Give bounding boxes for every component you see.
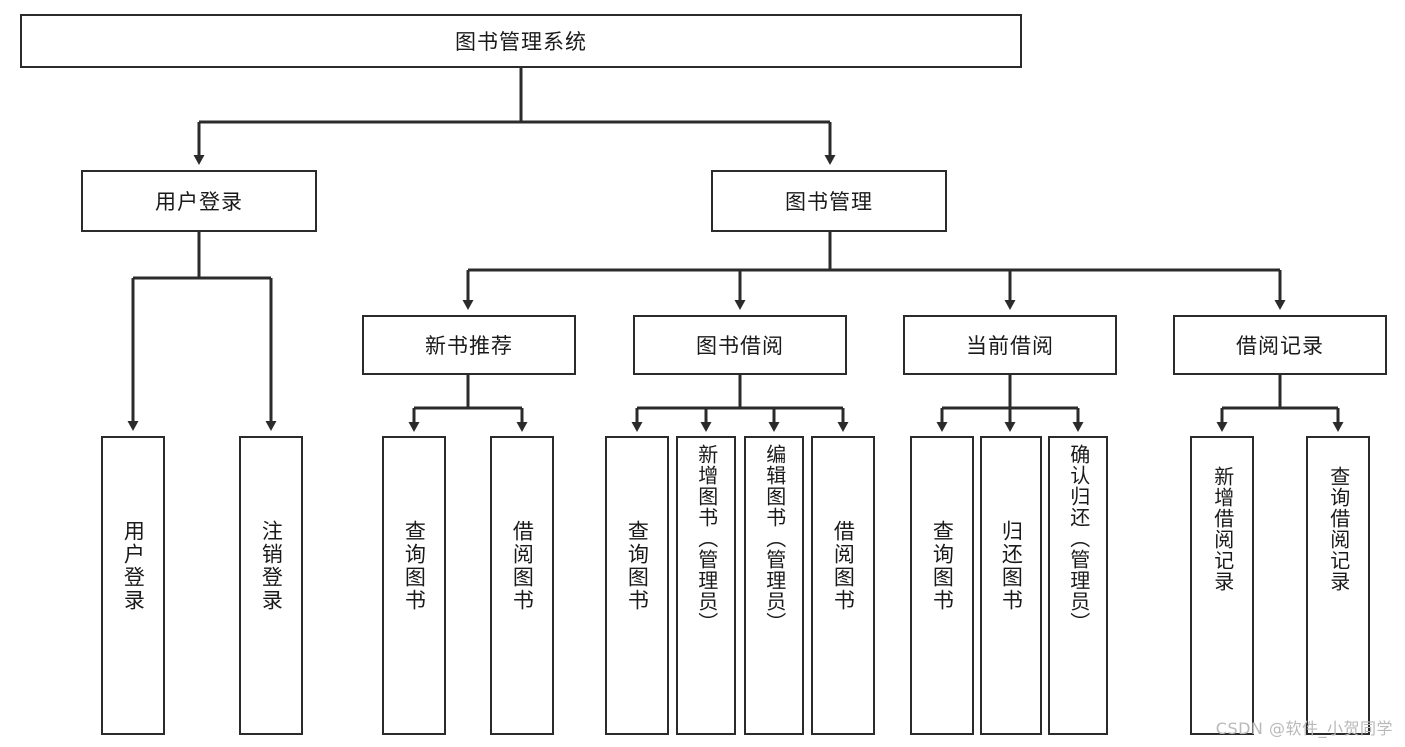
leaf-borrow-book-label: 借阅图书 [831,520,856,612]
leaf-borrow-book[interactable]: 借阅图书 [811,436,875,735]
node-borrow-record[interactable]: 借阅记录 [1173,315,1387,375]
leaf-add-borrow-record[interactable]: 新增借阅记录 [1190,436,1254,735]
node-current-borrow-label: 当前借阅 [966,334,1054,358]
leaf-add-borrow-record-label: 新增借阅记录 [1210,466,1235,592]
node-new-book-recommend-label: 新书推荐 [425,334,513,358]
leaf-logout[interactable]: 注销登录 [239,436,303,735]
leaf-query-book-current[interactable]: 查询图书 [910,436,974,735]
leaf-edit-book-admin[interactable]: 编辑图书（管理员） [744,436,804,735]
leaf-query-borrow-record[interactable]: 查询借阅记录 [1306,436,1370,735]
leaf-add-book-admin-label: 新增图书（管理员） [694,444,719,633]
csdn-watermark: CSDN @软件_小贺同学 [1215,719,1393,738]
node-book-borrow[interactable]: 图书借阅 [633,315,847,375]
node-root[interactable]: 图书管理系统 [20,14,1022,68]
leaf-user-login-label: 用户登录 [121,520,146,612]
leaf-query-book-current-label: 查询图书 [930,520,955,612]
node-user-login[interactable]: 用户登录 [81,170,317,232]
leaf-logout-label: 注销登录 [259,520,284,612]
node-current-borrow[interactable]: 当前借阅 [903,315,1117,375]
leaf-confirm-return-admin-label: 确认归还（管理员） [1066,444,1091,633]
leaf-return-book[interactable]: 归还图书 [980,436,1042,735]
node-book-manage[interactable]: 图书管理 [711,170,947,232]
node-user-login-label: 用户登录 [155,190,243,214]
leaf-add-book-admin[interactable]: 新增图书（管理员） [676,436,736,735]
leaf-query-book-borrow-label: 查询图书 [625,520,650,612]
node-root-label: 图书管理系统 [455,30,587,54]
node-borrow-record-label: 借阅记录 [1236,334,1324,358]
leaf-user-login[interactable]: 用户登录 [101,436,165,735]
leaf-borrow-book-newbook[interactable]: 借阅图书 [490,436,554,735]
leaf-confirm-return-admin[interactable]: 确认归还（管理员） [1048,436,1108,735]
node-new-book-recommend[interactable]: 新书推荐 [362,315,576,375]
leaf-return-book-label: 归还图书 [999,520,1024,612]
node-book-manage-label: 图书管理 [785,190,873,214]
node-book-borrow-label: 图书借阅 [696,334,784,358]
leaf-query-book-newbook-label: 查询图书 [402,520,427,612]
leaf-query-borrow-record-label: 查询借阅记录 [1326,466,1351,592]
leaf-query-book-newbook[interactable]: 查询图书 [382,436,446,735]
leaf-edit-book-admin-label: 编辑图书（管理员） [762,444,787,633]
leaf-borrow-book-newbook-label: 借阅图书 [510,520,535,612]
leaf-query-book-borrow[interactable]: 查询图书 [605,436,669,735]
